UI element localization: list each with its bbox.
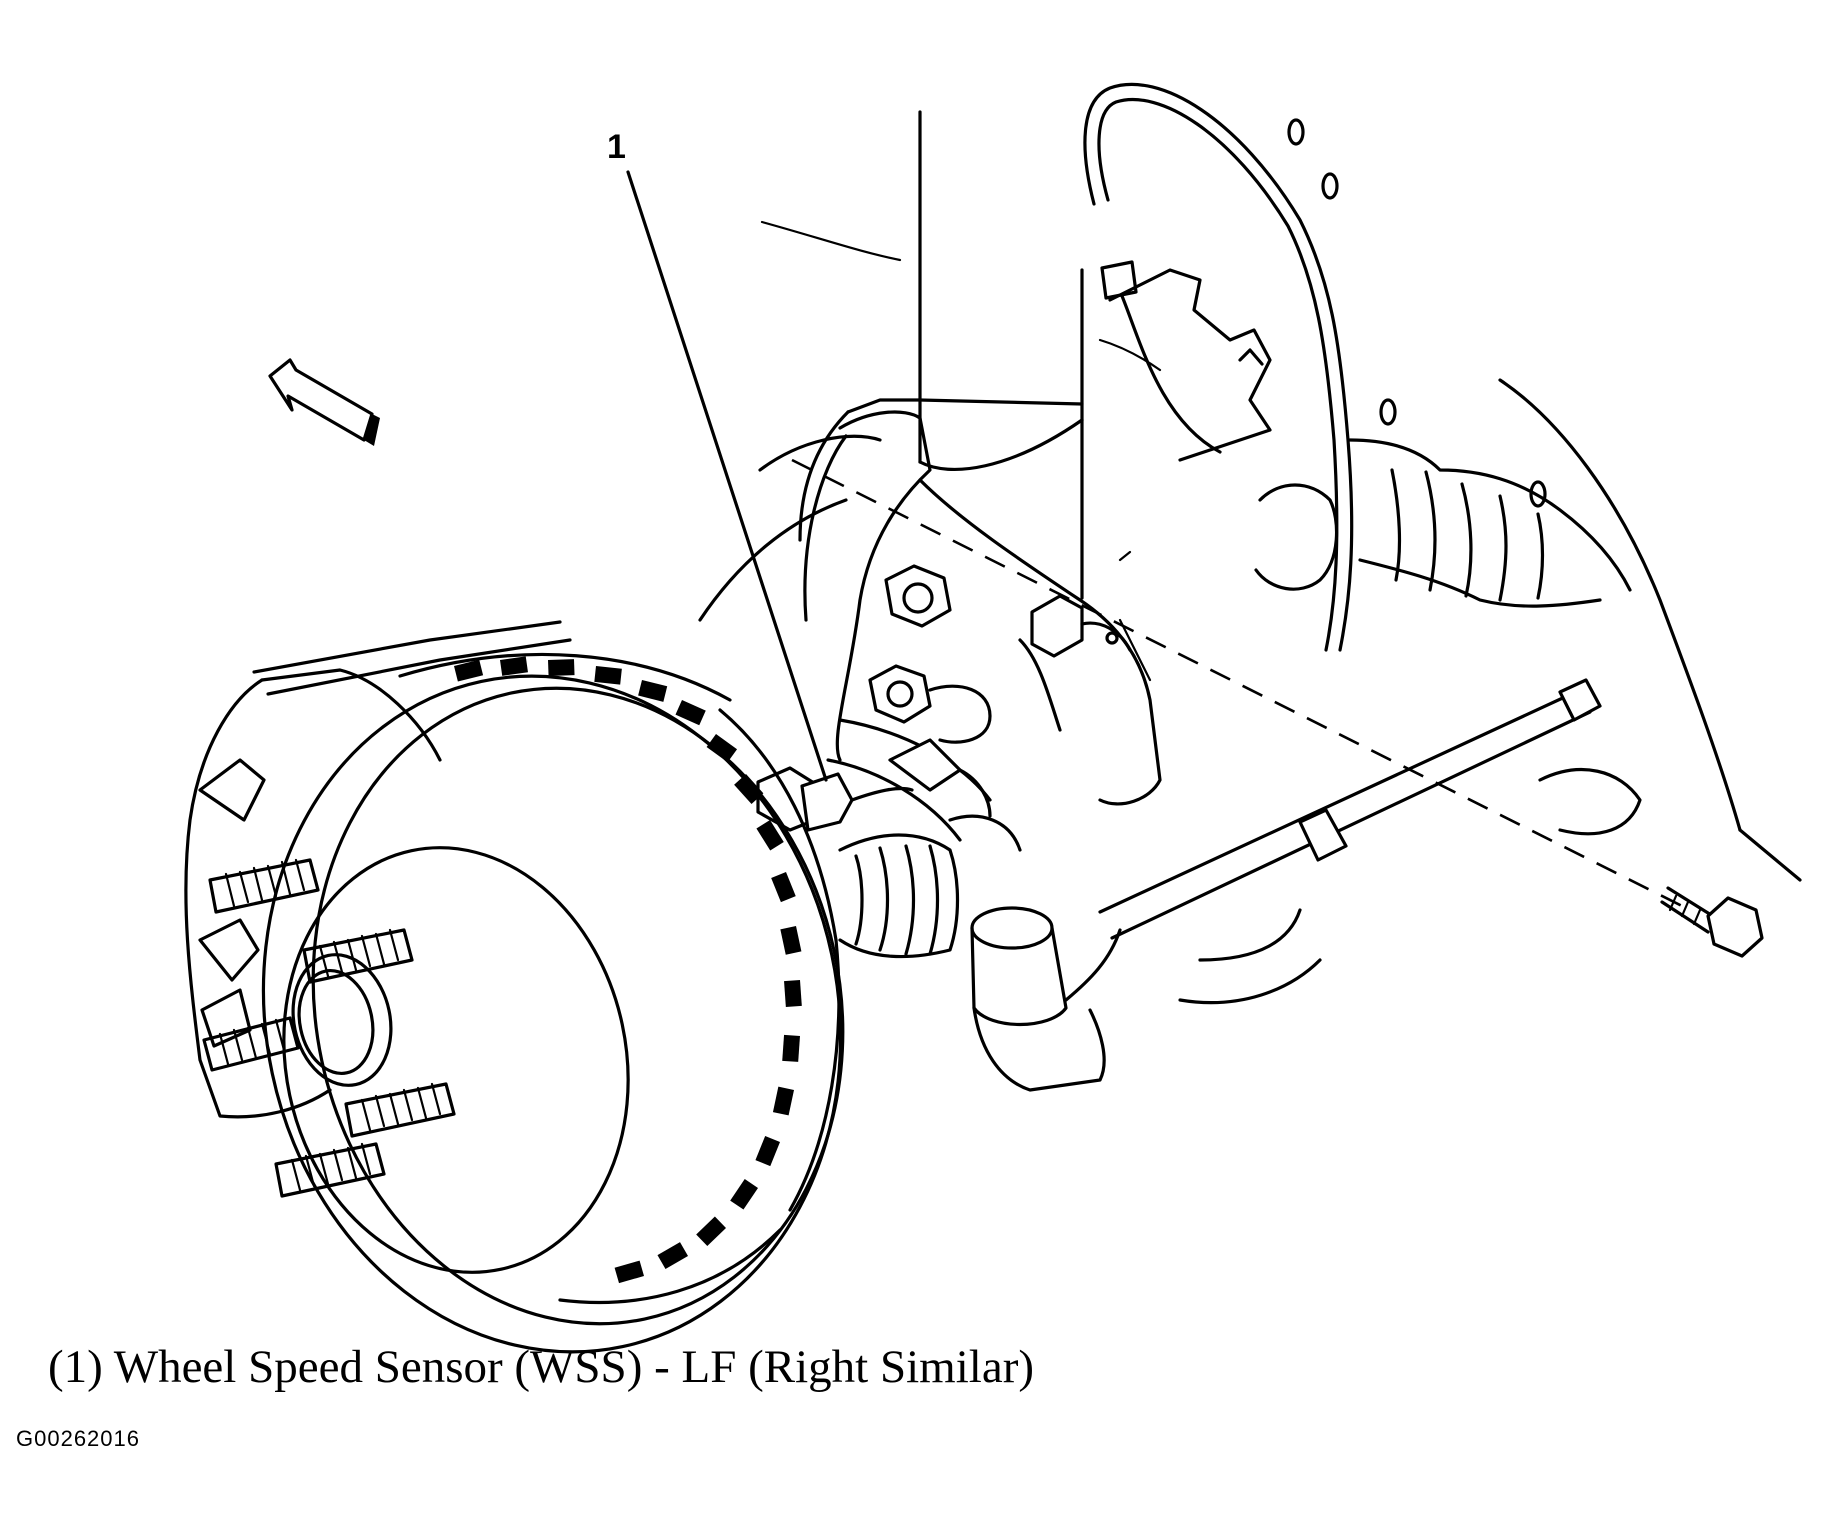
hub-mounting-bolt: [791, 458, 1764, 958]
strut-mount-outline: [798, 338, 1162, 732]
wheel-studs: [202, 858, 456, 1198]
wss-sensor: [756, 738, 992, 832]
callout-leader-line: [626, 170, 828, 782]
figure-caption: (1) Wheel Speed Sensor (WSS) - LF (Right…: [48, 1341, 1034, 1393]
brake-rotor: [261, 652, 845, 1354]
callout-number-1: 1: [607, 128, 626, 166]
backing-plate: [184, 620, 572, 1119]
steering-rack: [1254, 438, 1632, 608]
figure-code: G00262016: [16, 1426, 140, 1451]
rotor-vent-slots: [453, 656, 802, 1284]
panel-holes: [1287, 118, 1802, 882]
wss-cable: [1083, 82, 1354, 652]
steering-knuckle: [698, 410, 1162, 806]
wheel-hub: [282, 846, 630, 1274]
sensor-connector: [1030, 594, 1132, 658]
knuckle-nuts: [868, 564, 992, 744]
lower-control-arm: [1098, 678, 1642, 1005]
tie-rod-end: [970, 906, 1122, 1092]
upper-bracket: [1108, 268, 1272, 462]
strut-tube: [760, 110, 1084, 600]
front-direction-arrow-icon: [268, 358, 380, 446]
